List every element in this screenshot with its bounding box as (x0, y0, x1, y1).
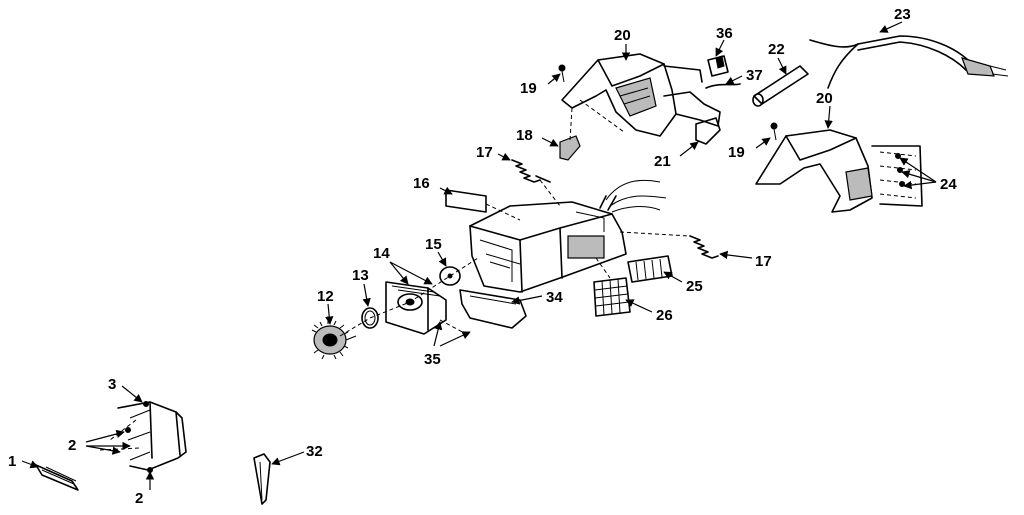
assembly-lines (99, 99, 691, 451)
label-25: 25 (686, 278, 703, 295)
part-12-gear (311, 320, 357, 360)
part-16-label-plate (445, 189, 487, 213)
label-2b: 2 (135, 490, 143, 507)
part-1-badge (35, 464, 79, 491)
label-26: 26 (656, 307, 673, 324)
label-23: 23 (894, 6, 911, 23)
label-1: 1 (8, 453, 16, 470)
label-32: 32 (306, 443, 323, 460)
part-32-pin (253, 453, 271, 505)
part-14-motor-block (385, 281, 447, 335)
label-12: 12 (317, 288, 334, 305)
label-35: 35 (424, 351, 441, 368)
label-15: 15 (425, 236, 442, 253)
part-36-switch (707, 55, 729, 77)
part-22-sleeve (752, 65, 809, 107)
part-19-screw-right (770, 122, 778, 141)
part-17-spring-upper (511, 159, 551, 183)
label-19b: 19 (728, 144, 745, 161)
part-13-ring (361, 307, 379, 329)
part-20-handle-lower (755, 129, 873, 213)
part-17-spring-lower (689, 235, 719, 259)
part-2-cover-bracket (117, 401, 187, 473)
part-number-labels: 1 2 2 3 12 13 14 15 16 17 17 18 19 19 20… (8, 6, 957, 507)
part-20-handle-upper (561, 53, 721, 137)
part-19-screw-left (558, 64, 566, 83)
part-21-clip (695, 117, 721, 145)
main-housing (469, 195, 627, 293)
part-25-terminal-block (627, 255, 673, 283)
leader-lines (21, 21, 937, 490)
label-18: 18 (516, 127, 533, 144)
part-23-power-cord (809, 35, 1009, 89)
housing-wires (605, 179, 667, 213)
label-17b: 17 (755, 253, 772, 270)
part-15-disc (439, 266, 461, 286)
label-36: 36 (716, 25, 733, 42)
label-20a: 20 (614, 27, 631, 44)
label-13: 13 (352, 267, 369, 284)
label-14: 14 (373, 245, 390, 262)
label-34: 34 (546, 289, 563, 306)
label-16: 16 (413, 175, 430, 192)
label-2a: 2 (68, 437, 76, 454)
part-18-lever (559, 135, 581, 161)
part-34-base-plate (459, 289, 527, 329)
label-22: 22 (768, 41, 785, 58)
label-37: 37 (746, 67, 763, 84)
label-20b: 20 (816, 90, 833, 107)
label-3: 3 (108, 376, 116, 393)
label-19a: 19 (520, 80, 537, 97)
part-37-spring-wire (705, 83, 741, 89)
label-21: 21 (654, 153, 671, 170)
part-26-grille (593, 277, 631, 317)
label-24: 24 (940, 176, 957, 193)
label-17a: 17 (476, 144, 493, 161)
